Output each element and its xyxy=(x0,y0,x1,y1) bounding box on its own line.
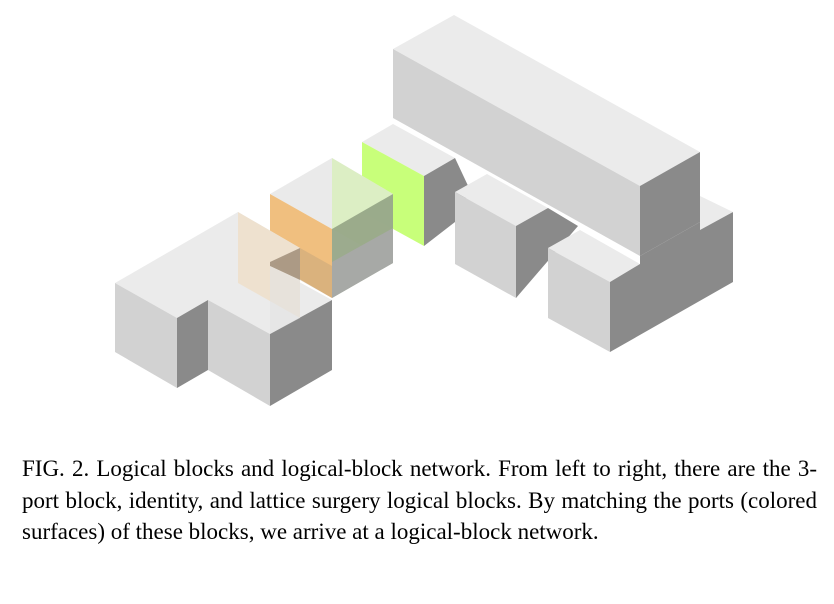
port-orange-surface xyxy=(270,194,332,298)
three-port-translucent-overlap xyxy=(270,248,300,280)
three-port-block xyxy=(115,212,332,406)
lattice-surgery-block xyxy=(362,15,733,352)
ls-leg1-top xyxy=(455,174,548,226)
ls-leg2-top xyxy=(548,230,640,282)
figure-illustration xyxy=(115,15,733,406)
caption-text: Logical blocks and logical-block network… xyxy=(22,456,818,544)
ls-bar-right xyxy=(640,152,700,256)
ls-ext-top xyxy=(362,124,455,176)
ls-leg1-left xyxy=(455,192,516,298)
ls-leg2-right xyxy=(610,212,733,352)
identity-block xyxy=(270,158,393,298)
three-port-left-face-a xyxy=(115,283,177,388)
three-port-right-face-b xyxy=(270,300,332,406)
three-port-left-face-b xyxy=(208,300,270,406)
three-port-right-face-a xyxy=(177,300,208,388)
ls-ext-right xyxy=(424,158,470,246)
three-port-translucent-lower xyxy=(270,266,300,334)
ls-leg1-right xyxy=(516,208,578,298)
caption-label: FIG. 2. xyxy=(22,456,90,481)
ls-bar-left xyxy=(393,49,640,256)
ls-bar-top xyxy=(393,15,700,186)
figure-caption: FIG. 2. Logical blocks and logical-block… xyxy=(22,453,817,548)
ls-leg2-left xyxy=(548,248,610,352)
ls-step-top xyxy=(700,196,733,230)
identity-orange-inner-shadow xyxy=(300,248,332,298)
identity-right-lower xyxy=(332,228,393,298)
